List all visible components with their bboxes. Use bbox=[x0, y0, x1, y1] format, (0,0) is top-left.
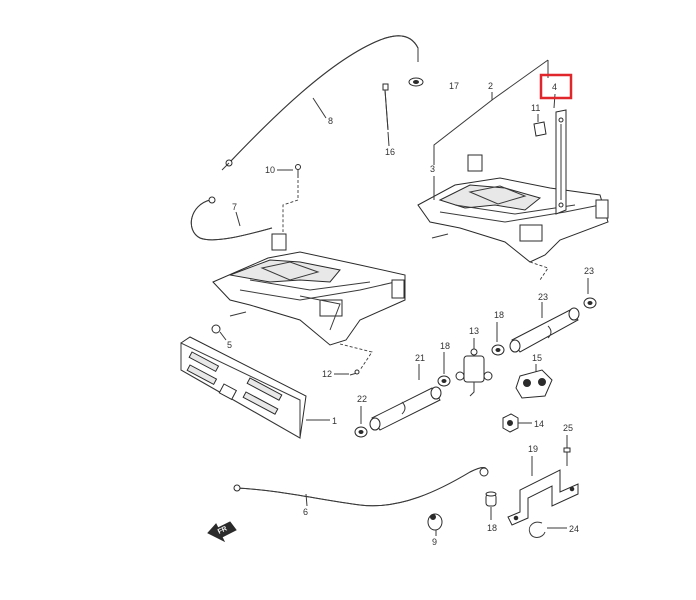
part-19-cap[interactable] bbox=[485, 491, 497, 507]
part-washer[interactable] bbox=[408, 77, 424, 87]
callout-21: 23 bbox=[538, 292, 548, 302]
callout-11: 11 bbox=[531, 103, 540, 113]
callout-14: 14 bbox=[534, 419, 544, 429]
callout-18-right: 18 bbox=[494, 310, 504, 320]
part-6-cable[interactable] bbox=[233, 467, 489, 507]
callout-16: 16 bbox=[385, 147, 395, 157]
part-20-bracket[interactable] bbox=[507, 469, 579, 526]
part-25-bolt[interactable] bbox=[563, 447, 571, 466]
callout-20: 19 bbox=[528, 444, 538, 454]
part-15-grommet[interactable] bbox=[515, 369, 553, 399]
part-11-bolt[interactable] bbox=[533, 121, 547, 137]
part-12-screw[interactable] bbox=[349, 369, 360, 376]
part-23-clamp-top[interactable] bbox=[583, 297, 597, 309]
callout-18-left: 18 bbox=[440, 341, 450, 351]
part-21-hose[interactable] bbox=[509, 307, 580, 353]
part-right-adjuster-frame[interactable] bbox=[417, 154, 609, 263]
callout-7: 7 bbox=[232, 202, 237, 212]
part-24-clip[interactable] bbox=[528, 521, 546, 538]
part-4-bracket[interactable] bbox=[555, 109, 567, 215]
callout-6: 6 bbox=[303, 507, 308, 517]
callout-13: 13 bbox=[469, 326, 479, 336]
callout-1: 1 bbox=[332, 416, 337, 426]
part-18-clamp-right[interactable] bbox=[491, 344, 505, 356]
part-22-hose[interactable] bbox=[369, 386, 442, 431]
callout-17: 17 bbox=[449, 81, 459, 91]
callout-23-bottom: 22 bbox=[357, 394, 367, 404]
callout-4: 4 bbox=[552, 82, 557, 92]
callout-10: 10 bbox=[265, 165, 275, 175]
part-1-cover[interactable] bbox=[180, 336, 307, 439]
callout-19: 18 bbox=[487, 523, 497, 533]
callout-9: 9 bbox=[432, 537, 437, 547]
part-8-cable[interactable] bbox=[221, 35, 419, 171]
callout-2: 2 bbox=[488, 81, 493, 91]
callout-22: 21 bbox=[415, 353, 425, 363]
part-9-grommet[interactable] bbox=[427, 513, 443, 531]
callout-24: 24 bbox=[569, 524, 579, 534]
callout-23-top: 23 bbox=[584, 266, 594, 276]
front-arrow-label: FR bbox=[217, 525, 228, 535]
part-10-screw[interactable] bbox=[295, 164, 301, 179]
part-7-hose[interactable] bbox=[190, 196, 273, 241]
callout-8: 8 bbox=[328, 116, 333, 126]
part-5-clip[interactable] bbox=[211, 324, 221, 334]
part-16-bolt[interactable] bbox=[382, 83, 389, 131]
part-left-adjuster-frame[interactable] bbox=[212, 233, 406, 346]
callout-12: 12 bbox=[322, 369, 332, 379]
callout-3: 3 bbox=[430, 164, 435, 174]
part-23-clamp-bottom[interactable] bbox=[354, 426, 368, 438]
callout-5: 5 bbox=[227, 340, 232, 350]
callout-15: 15 bbox=[532, 353, 542, 363]
highlight-box bbox=[539, 73, 573, 100]
part-18-clamp-left[interactable] bbox=[437, 375, 451, 387]
part-14-nut[interactable] bbox=[502, 413, 519, 433]
front-arrow-icon: FR bbox=[207, 521, 237, 543]
callout-25: 25 bbox=[563, 423, 573, 433]
part-13-valve[interactable] bbox=[455, 348, 493, 397]
